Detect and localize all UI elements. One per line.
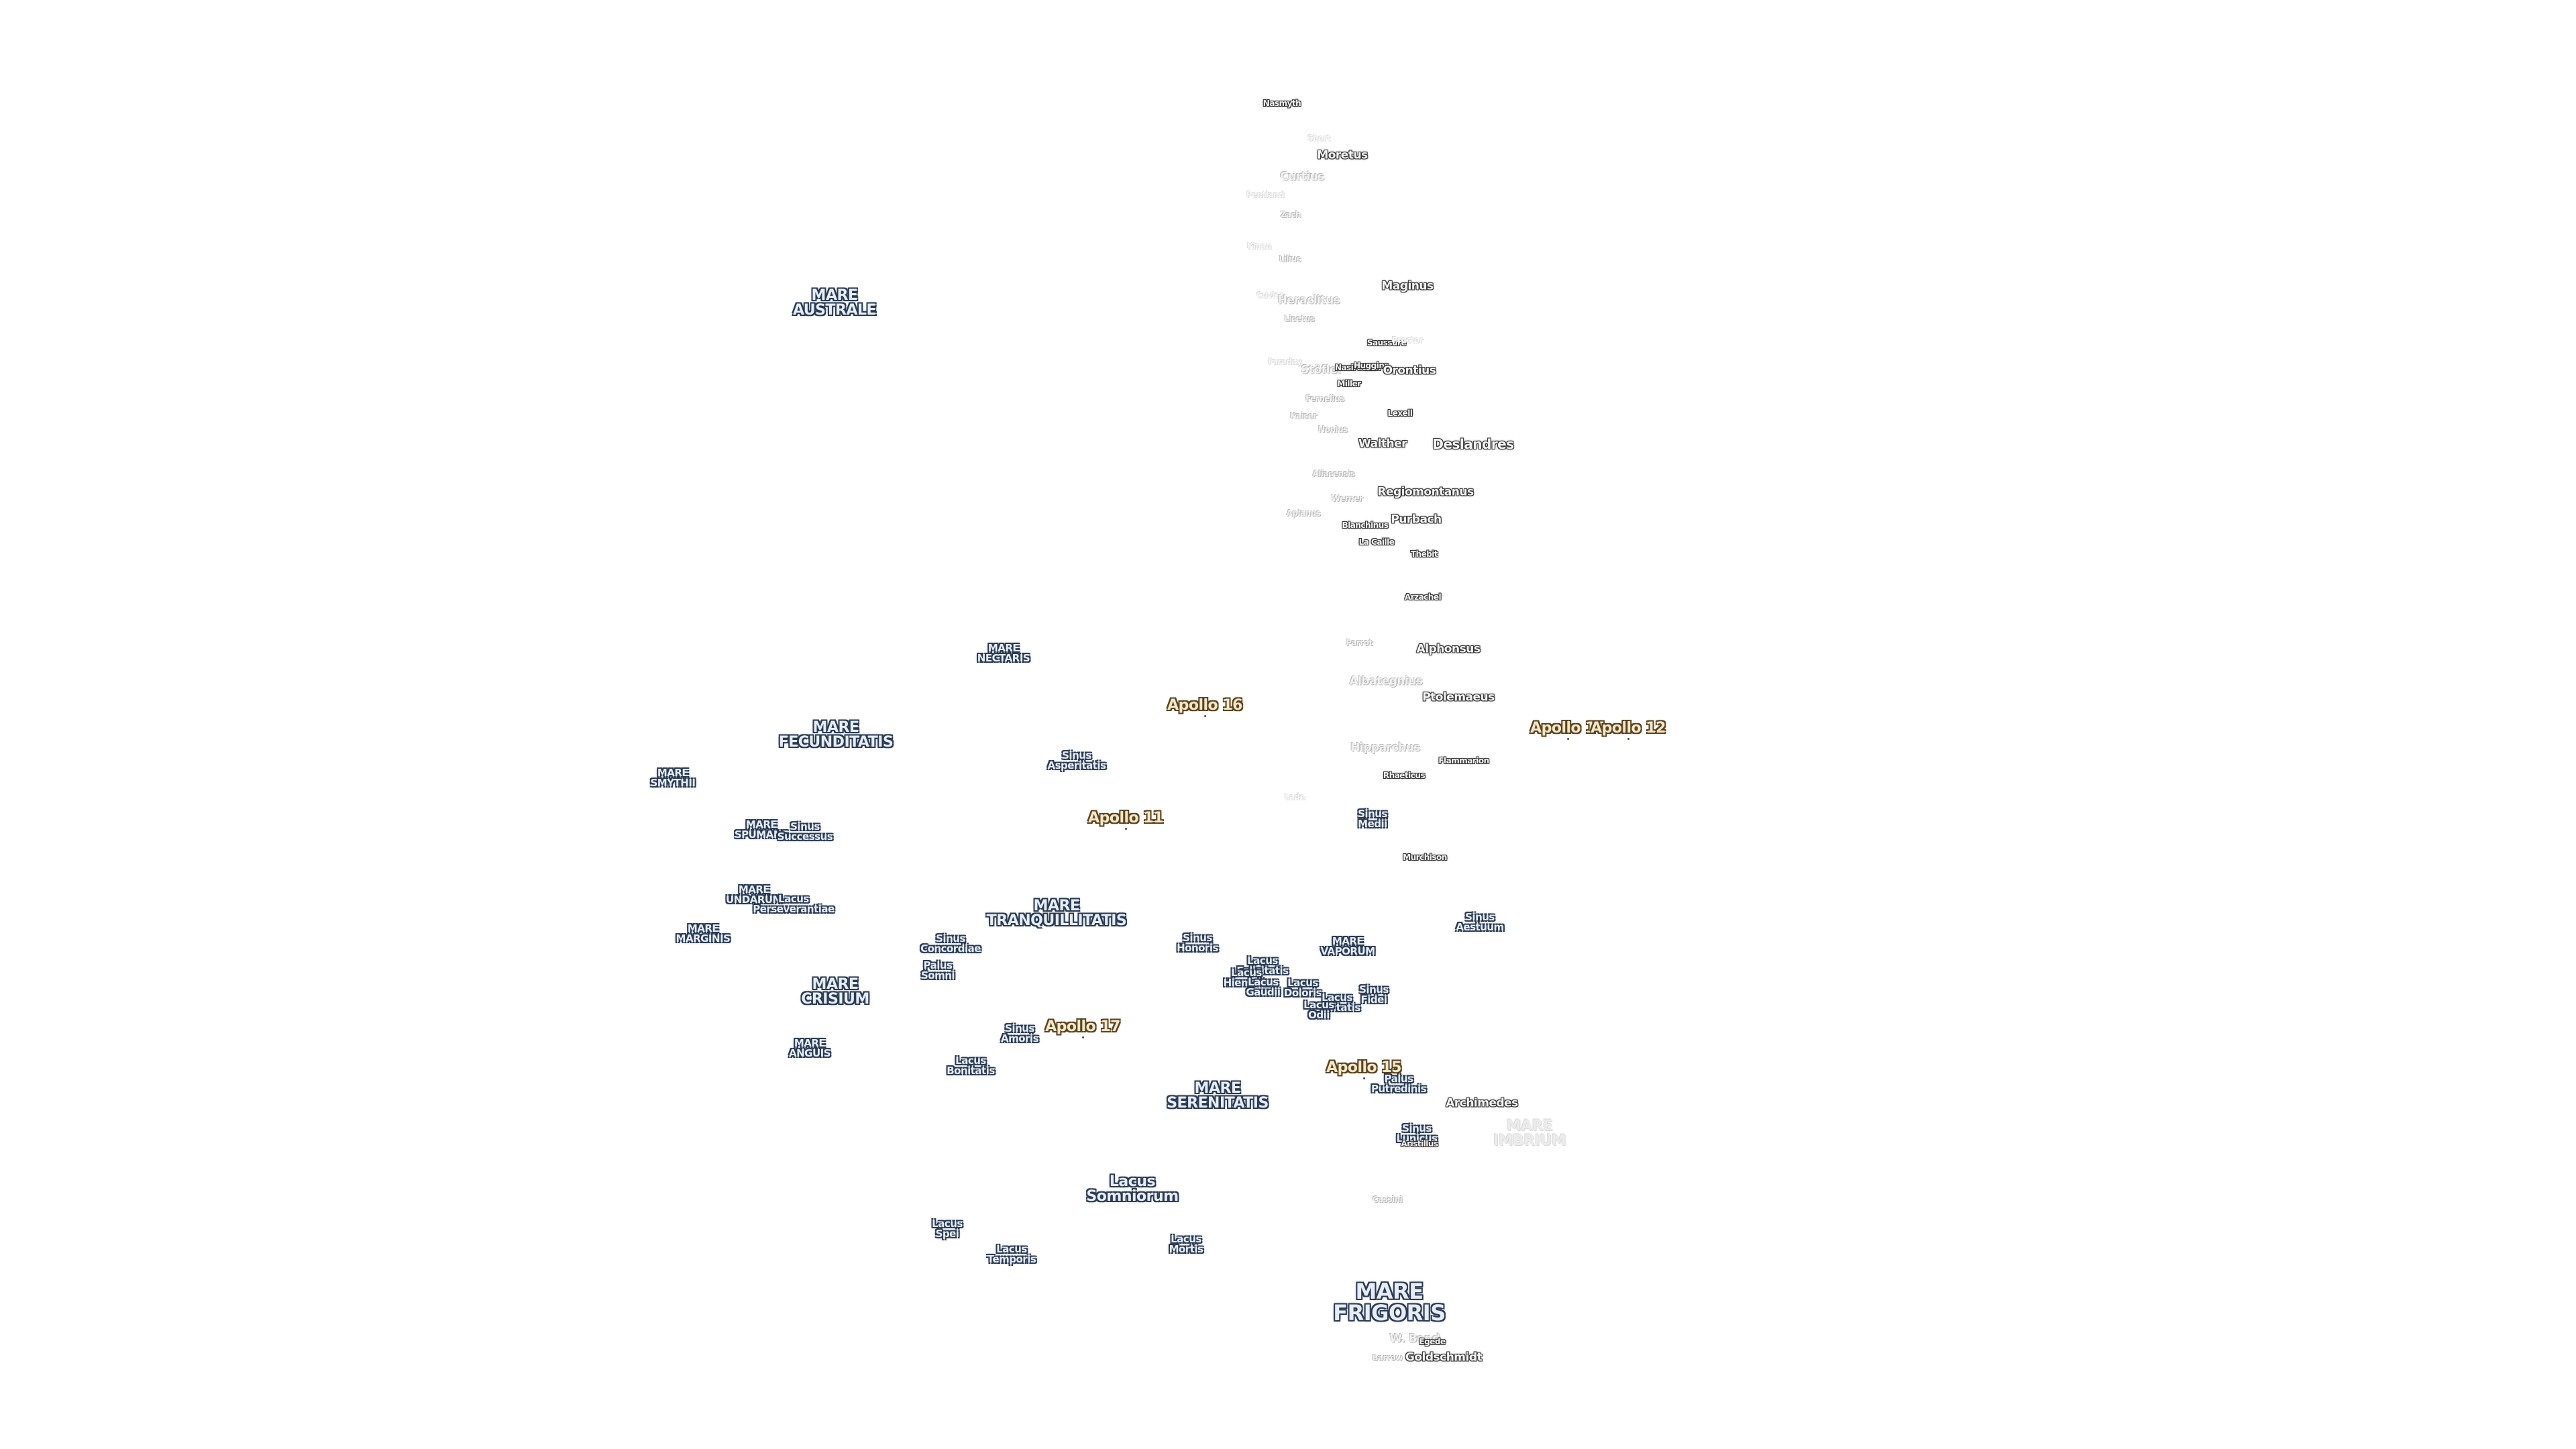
crater-cuvier-label: Cuvier	[1256, 290, 1284, 300]
mare-frigoris-label: MARE FRIGORIS	[1333, 1279, 1446, 1326]
crater-aristillus-label: Aristillus	[1401, 1139, 1438, 1148]
mare-imbrium-label: MARE IMBRIUM	[1493, 1118, 1566, 1149]
lacus-somniorum-label: Lacus Somniorum	[1086, 1173, 1179, 1205]
crater-nonius-label: Nonius	[1318, 425, 1348, 434]
crater-cassini-label: Cassini	[1372, 1195, 1403, 1204]
mare-nectaris-label: MARE NECTARIS	[977, 642, 1030, 664]
lacus-odii-label: Lacus Odii	[1303, 999, 1334, 1021]
crater-fernelius-label: Fernelius	[1305, 394, 1344, 403]
crater-moretus-label: Moretus	[1317, 148, 1368, 162]
lacus-hiemalis-label: Lacus Hiemalis	[1223, 967, 1270, 989]
mare-australe-label: MARE AUSTRALE	[792, 287, 877, 319]
crater-lexell-label: Lexell	[1387, 409, 1413, 418]
crater-nasmyth-label: Nasmyth	[1263, 99, 1301, 108]
crater-aliacensis-label: Aliacensis	[1312, 469, 1355, 478]
sinus-fidei-label: Sinus Fidei	[1359, 983, 1389, 1006]
crater-archimedes-label: Archimedes	[1446, 1096, 1518, 1110]
lacus-lenitatis-label: Lacus Lenitatis	[1313, 991, 1360, 1014]
crater-albategnius-label: Albategnius	[1349, 674, 1423, 688]
lacus-bonitatis-label: Lacus Bonitatis	[947, 1055, 995, 1077]
lacus-temporis-label: Lacus Temporis	[987, 1243, 1036, 1265]
crater-curtius-label: Curtius	[1280, 170, 1324, 184]
lacus-doloris-label: Lacus Doloris	[1283, 977, 1322, 999]
crater-lade-label: Lade	[1284, 792, 1305, 802]
crater-w-bond-label: W. Bond	[1389, 1332, 1440, 1346]
apollo-16-label: Apollo 16	[1167, 697, 1242, 717]
lacus-felicitatis-label: Lacus Felicitatis	[1236, 955, 1289, 977]
sinus-lunicus-label: Sinus Lunicus	[1396, 1122, 1438, 1144]
crater-miller-label: Miller	[1337, 379, 1361, 388]
mare-smythii-label: MARE SMYTHII	[650, 767, 696, 789]
mare-crisium-label: MARE CRISIUM	[801, 976, 869, 1008]
crater-hipparchus-label: Hipparchus	[1350, 741, 1420, 755]
sinus-honoris-label: Sinus Honoris	[1177, 932, 1218, 954]
crater-orontius-label: Orontius	[1383, 364, 1436, 378]
crater-werner-label: Werner	[1331, 494, 1363, 503]
crater-saussure-label: Saussure	[1366, 338, 1407, 347]
lacus-mortis-label: Lacus Mortis	[1169, 1233, 1203, 1255]
crater-stofler-label: Stöfler	[1301, 363, 1342, 377]
crater-arzachel-label: Arzachel	[1404, 592, 1442, 602]
crater-rhaeticus-label: Rhaeticus	[1383, 771, 1426, 780]
sinus-successus-label: Sinus Successus	[777, 820, 833, 843]
crater-egede-label: Egede	[1419, 1337, 1446, 1346]
sinus-amoris-label: Sinus Amoris	[1000, 1022, 1039, 1044]
crater-kaiser-label: Kaiser	[1290, 411, 1317, 421]
crater-murchison-label: Murchison	[1403, 853, 1447, 862]
mare-undarum-label: MARE UNDARUM	[726, 883, 782, 906]
crater-parrot-label: Parrot	[1346, 638, 1373, 647]
crater-thebit-label: Thebit	[1410, 549, 1438, 559]
crater-deslandres-label: Deslandres	[1432, 436, 1514, 452]
apollo-17-label: Apollo 17	[1045, 1018, 1120, 1038]
crater-short-label: Short	[1307, 133, 1331, 143]
palus-somni-label: Palus Somni	[920, 959, 955, 981]
apollo-15-label: Apollo 15	[1326, 1059, 1401, 1079]
crater-regiomontanus-label: Regiomontanus	[1377, 485, 1474, 499]
crater-alphonsus-label: Alphonsus	[1416, 642, 1481, 656]
mare-serenitatis-label: MARE SERENITATIS	[1167, 1080, 1269, 1112]
crater-huggins-label: Huggins	[1353, 361, 1389, 370]
mare-anguis-label: MARE ANGUIS	[788, 1037, 831, 1059]
mare-marginis-label: MARE MARGINIS	[676, 922, 731, 945]
crater-lilius-label: Lilius	[1279, 254, 1301, 264]
crater-goldschmidt-label: Goldschmidt	[1405, 1350, 1483, 1364]
crater-kinau-label: Kinau	[1246, 241, 1272, 251]
crater-flammarion-label: Flammarion	[1438, 756, 1489, 765]
crater-walther-label: Walther	[1358, 437, 1407, 451]
crater-proctor-label: Proctor	[1391, 335, 1424, 345]
crater-zach-label: Zach	[1280, 210, 1301, 219]
crater-faraday-label: Faraday	[1267, 357, 1302, 366]
crater-barrow-label: Barrow	[1372, 1353, 1403, 1362]
sinus-asperitatis-label: Sinus Asperitatis	[1047, 749, 1106, 771]
sinus-medii-label: Sinus Medii	[1358, 808, 1387, 830]
lacus-perseverantiae-label: Lacus Perseverantiae	[753, 893, 835, 915]
palus-putredinis-label: Palus Putredinis	[1371, 1073, 1427, 1095]
crater-licetus-label: Licetus	[1284, 314, 1315, 323]
lacus-gaudii-label: Lacus Gaudii	[1246, 976, 1281, 998]
apollo-11-label: Apollo 11	[1088, 810, 1163, 830]
crater-purbach-label: Purbach	[1391, 513, 1442, 527]
crater-heraclitus-label: Heraclitus	[1277, 293, 1340, 307]
crater-la-caille-label: La Caille	[1358, 537, 1395, 547]
lacus-spei-label: Lacus Spei	[932, 1218, 963, 1240]
mare-tranquillitatis-label: MARE TRANQUILLITATIS	[986, 898, 1127, 929]
crater-maginus-label: Maginus	[1381, 279, 1434, 293]
apollo-14-label: Apollo 14	[1530, 720, 1605, 740]
crater-nasireddin-label: Nasireddin	[1334, 363, 1381, 372]
apollo-12-label: Apollo 12	[1591, 720, 1666, 740]
crater-ptolemaeus-label: Ptolemaeus	[1422, 690, 1495, 704]
crater-apianus-label: Apianus	[1286, 508, 1321, 518]
mare-spumans-label: MARE SPUMANS	[734, 818, 789, 841]
sinus-concordiae-label: Sinus Concordiae	[920, 932, 981, 955]
sinus-aestuum-label: Sinus Aestuum	[1456, 911, 1504, 933]
mare-fecunditatis-label: MARE FECUNDITATIS	[778, 719, 894, 751]
mare-vaporum-label: MARE VAPORUM	[1320, 935, 1375, 957]
crater-blanchinus-label: Blanchinus	[1342, 521, 1389, 530]
crater-pentland-label: Pentland	[1246, 190, 1285, 199]
